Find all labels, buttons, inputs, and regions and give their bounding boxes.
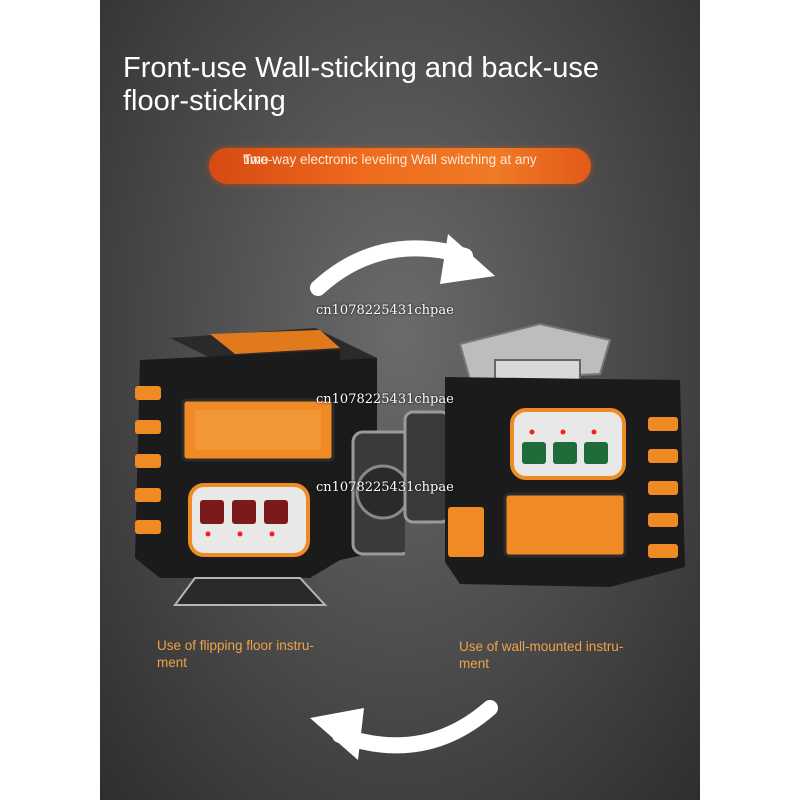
watermark-text: cn1078225431chpae [316,392,454,407]
banner-text-line-1: Two-way electronic leveling Wall switchi… [243,152,537,167]
caption-floor-line-1: Use of flipping floor instru- [157,638,314,653]
caption-wall-line-1: Use of wall-mounted instru- [459,639,624,654]
floor-laser-level-device [135,328,405,606]
headline-line-1: Front-use Wall-sticking and back-use [123,52,599,84]
banner-text: Two-way electronic leveling Wall switchi… [226,150,586,167]
watermark-text: cn1078225431chpae [316,480,454,495]
watermark-text: cn1078225431chpae [316,303,454,318]
feature-banner: Two-way electronic leveling Wall switchi… [209,148,591,184]
caption-wall-use: Use of wall-mounted instru- ment [459,638,669,672]
headline-line-2: floor-sticking [123,85,286,117]
counterclockwise-curved-arrow-icon [310,700,498,760]
banner-text-line-2: time [243,152,269,167]
caption-wall-line-2: ment [459,656,490,671]
caption-floor-use: Use of flipping floor instru- ment [157,637,367,671]
wall-laser-level-device [403,322,685,587]
headline: Front-use Wall-sticking and back-use flo… [123,52,683,118]
product-poster: Front-use Wall-sticking and back-use flo… [100,0,700,800]
caption-floor-line-2: ment [157,655,188,670]
clockwise-curved-arrow-icon [310,234,495,296]
